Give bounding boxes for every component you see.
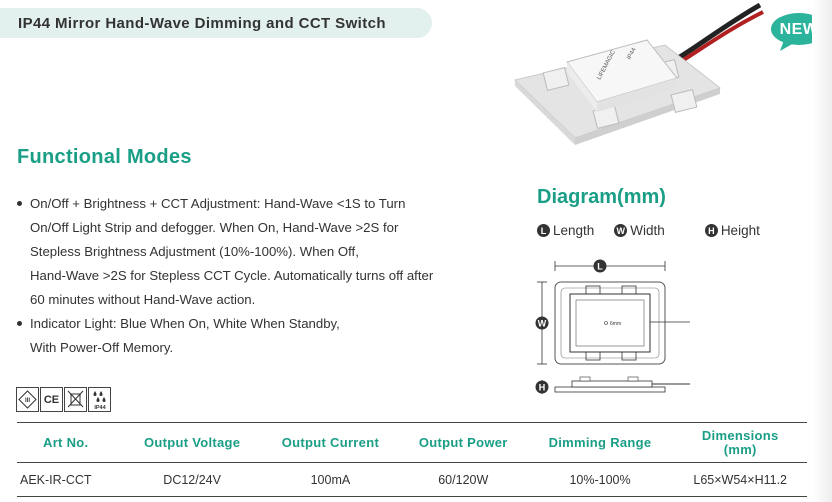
- col-header-dimensions: Dimensions (mm): [673, 422, 807, 463]
- cell-output-current: 100mA: [260, 462, 400, 497]
- table-header-row: Art No. Output Voltage Output Current Ou…: [17, 422, 807, 463]
- bullet-line: 60 minutes without Hand-Wave action.: [30, 292, 256, 307]
- page-title: IP44 Mirror Hand-Wave Dimming and CCT Sw…: [18, 15, 386, 32]
- functional-modes-list: On/Off + Brightness + CCT Adjustment: Ha…: [14, 192, 484, 360]
- title-banner: IP44 Mirror Hand-Wave Dimming and CCT Sw…: [0, 8, 432, 38]
- col-header-output-voltage: Output Voltage: [123, 422, 261, 463]
- bullet-line: Indicator Light: Blue When On, White Whe…: [30, 316, 340, 331]
- col-header-art-no: Art No.: [17, 422, 124, 463]
- length-icon: L: [537, 224, 550, 237]
- col-header-output-power: Output Power: [399, 422, 527, 463]
- bullet-line: Stepless Brightness Adjustment (10%-100%…: [30, 244, 359, 259]
- page-edge-shadow: [812, 0, 832, 502]
- legend-length: L Length: [537, 223, 594, 238]
- legend-height: H Height: [704, 223, 760, 238]
- bullet-line: On/Off + Brightness + CCT Adjustment: Ha…: [30, 196, 406, 211]
- col-header-dimming-range: Dimming Range: [526, 422, 674, 463]
- bullet-line: On/Off Light Strip and defogger. When On…: [30, 220, 399, 235]
- cell-art-no: AEK-IR-CCT: [17, 462, 124, 497]
- callout-h: H: [539, 383, 546, 393]
- cell-output-voltage: DC12/24V: [123, 462, 261, 497]
- class-iii-text: III: [25, 398, 30, 404]
- ce-text: CE: [43, 393, 60, 406]
- class-iii-icon: III: [16, 387, 39, 412]
- product-photo: LIFEMAGIC IP44: [505, 0, 765, 160]
- product-ip-marking: IP44: [626, 47, 637, 61]
- ip44-text: IP44: [94, 405, 106, 411]
- diagram-heading: Diagram(mm): [537, 186, 666, 208]
- sensor-label: 6mm: [610, 321, 621, 327]
- bullet-line: With Power-Off Memory.: [30, 340, 174, 355]
- cell-dimensions: L65×W54×H11.2: [673, 462, 807, 497]
- bullet-item: Indicator Light: Blue When On, White Whe…: [14, 312, 484, 360]
- new-badge-label: NEW: [779, 21, 819, 38]
- dimension-drawing: L W 6mm H: [528, 256, 708, 404]
- dimension-legend: L Length W Width H Height: [537, 223, 760, 238]
- bullet-line: Hand-Wave >2S for Stepless CCT Cycle. Au…: [30, 268, 434, 283]
- table-row: AEK-IR-CCT DC12/24V 100mA 60/120W 10%-10…: [17, 462, 807, 497]
- cell-output-power: 60/120W: [399, 462, 527, 497]
- height-icon: H: [704, 224, 718, 237]
- width-icon: W: [614, 224, 628, 237]
- legend-label: Length: [553, 223, 595, 238]
- spec-table: Art No. Output Voltage Output Current Ou…: [17, 422, 807, 497]
- bullet-item: On/Off + Brightness + CCT Adjustment: Ha…: [14, 192, 484, 312]
- ip44-icon: IP44: [88, 387, 111, 412]
- legend-label: Width: [630, 223, 665, 238]
- certification-icons: III CE IP44: [16, 387, 112, 412]
- cell-dimming-range: 10%-100%: [526, 462, 674, 497]
- legend-label: Height: [720, 223, 760, 238]
- ce-icon: CE: [40, 387, 63, 412]
- legend-width: W Width: [614, 223, 665, 238]
- callout-w: W: [538, 319, 547, 329]
- col-header-output-current: Output Current: [260, 422, 400, 463]
- callout-l: L: [597, 262, 603, 272]
- weee-bin-icon: [64, 387, 87, 412]
- functional-modes-heading: Functional Modes: [17, 146, 192, 168]
